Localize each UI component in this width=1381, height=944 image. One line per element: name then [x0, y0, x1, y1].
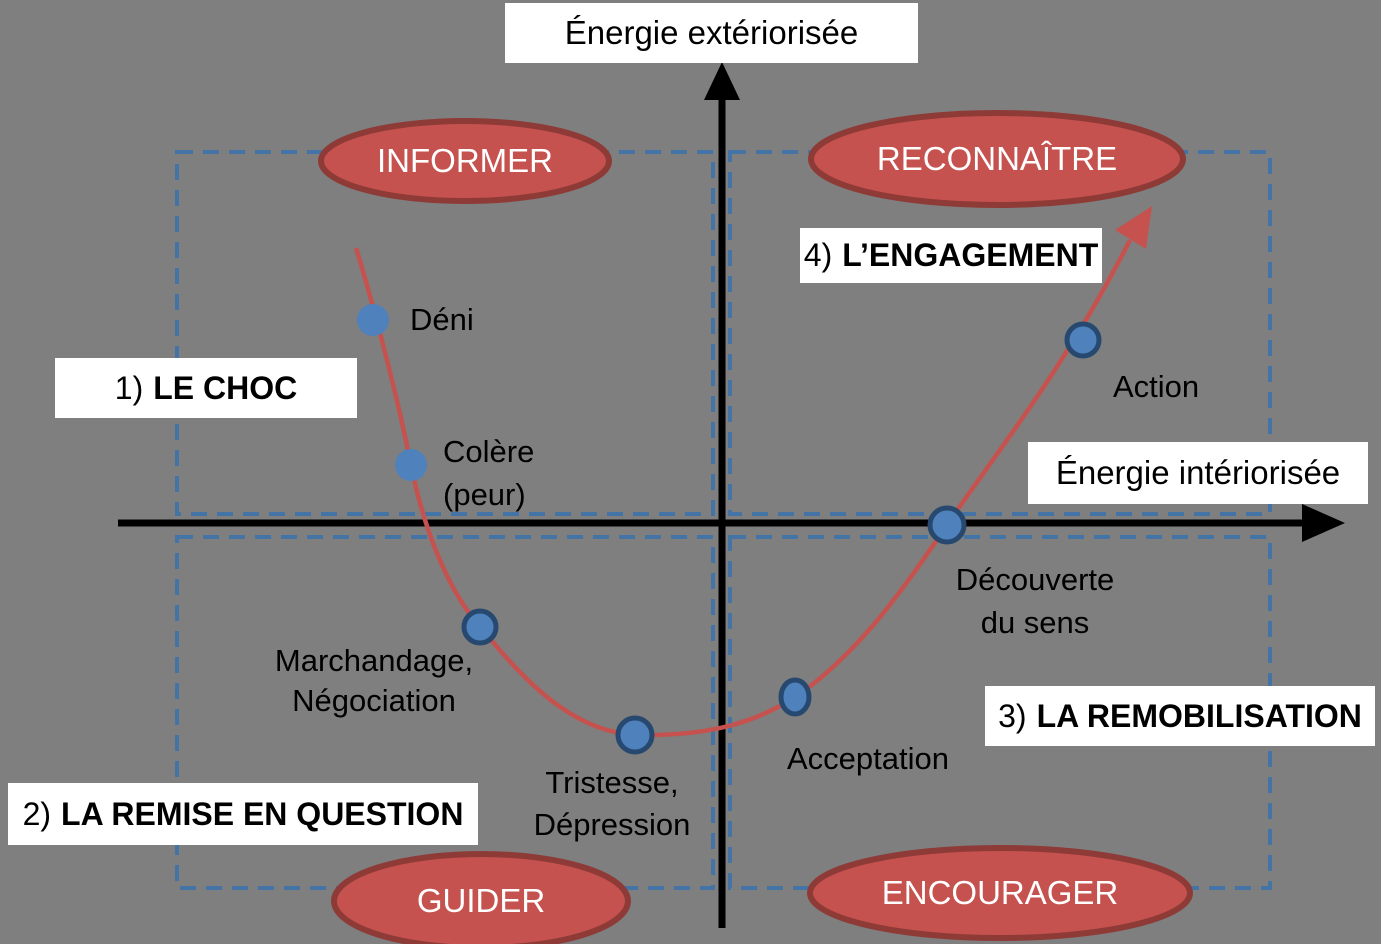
stage-dot-decouverte: [927, 505, 967, 545]
stage-label-marchandage: Marchandage, Négociation: [258, 641, 490, 721]
phase-2-box: 2) LA REMISE EN QUESTION: [8, 783, 478, 845]
phase-1-label: LE CHOC: [153, 369, 298, 406]
stage-label-tristesse: Tristesse, Dépression: [500, 762, 724, 846]
stage-label-decouverte-line2: du sens: [980, 605, 1090, 640]
stage-label-action: Action: [1113, 369, 1200, 404]
reconnaitre-label: RECONNAÎTRE: [876, 140, 1118, 177]
y-axis-title: Énergie extériorisée: [505, 3, 918, 63]
stage-label-decouverte: Découverte du sens: [933, 558, 1137, 644]
phase-4-number: 4): [803, 237, 833, 273]
stage-label-decouverte-line1: Découverte: [955, 562, 1115, 597]
phase-4-box: 4) L’ENGAGEMENT: [800, 228, 1102, 283]
informer-ellipse: [318, 118, 612, 204]
reconnaitre-ellipse: [808, 110, 1186, 208]
phase-1-box: 1) LE CHOC: [55, 358, 357, 418]
stage-label-colere-line1: Colère: [443, 434, 535, 469]
stage-label-marchandage-line1: Marchandage,: [274, 643, 474, 678]
encourager-label: ENCOURAGER: [881, 874, 1119, 911]
stage-label-acceptation: Acceptation: [787, 741, 949, 776]
stage-dot-deni: [357, 304, 389, 336]
guider-label: GUIDER: [416, 882, 546, 919]
phase-3-number: 3): [998, 697, 1027, 734]
stage-label-tristesse-line2: Dépression: [533, 807, 691, 842]
phase-3-box: 3) LA REMOBILISATION: [985, 686, 1375, 746]
stage-dot-marchandage: [461, 608, 499, 646]
stage-label-tristesse-line1: Tristesse,: [545, 765, 679, 800]
phase-4-label: L’ENGAGEMENT: [842, 237, 1099, 273]
stage-dot-tristesse: [615, 715, 655, 755]
stage-label-deni: Déni: [410, 302, 474, 337]
encourager-ellipse: [807, 845, 1193, 941]
stage-label-marchandage-line2: Négociation: [292, 683, 456, 718]
y-axis-arrowhead: [704, 62, 740, 100]
phase-2-label: LA REMISE EN QUESTION: [61, 795, 464, 832]
x-axis-title: Énergie intériorisée: [1028, 442, 1368, 504]
stage-dot-colere: [395, 449, 427, 481]
stage-label-colere: Colère (peur): [443, 430, 534, 516]
x-axis-arrowhead: [1302, 504, 1345, 542]
stage-label-colere-line2: (peur): [443, 477, 526, 512]
phase-3-label: LA REMOBILISATION: [1036, 697, 1362, 734]
change-curve-arrowhead: [1115, 206, 1152, 249]
phase-2-number: 2): [22, 795, 52, 832]
guider-ellipse: [331, 851, 631, 944]
phase-1-number: 1): [114, 369, 144, 406]
stage-dot-action: [1064, 321, 1102, 359]
informer-label: INFORMER: [377, 142, 553, 179]
stage-dot-acceptation: [778, 677, 812, 717]
